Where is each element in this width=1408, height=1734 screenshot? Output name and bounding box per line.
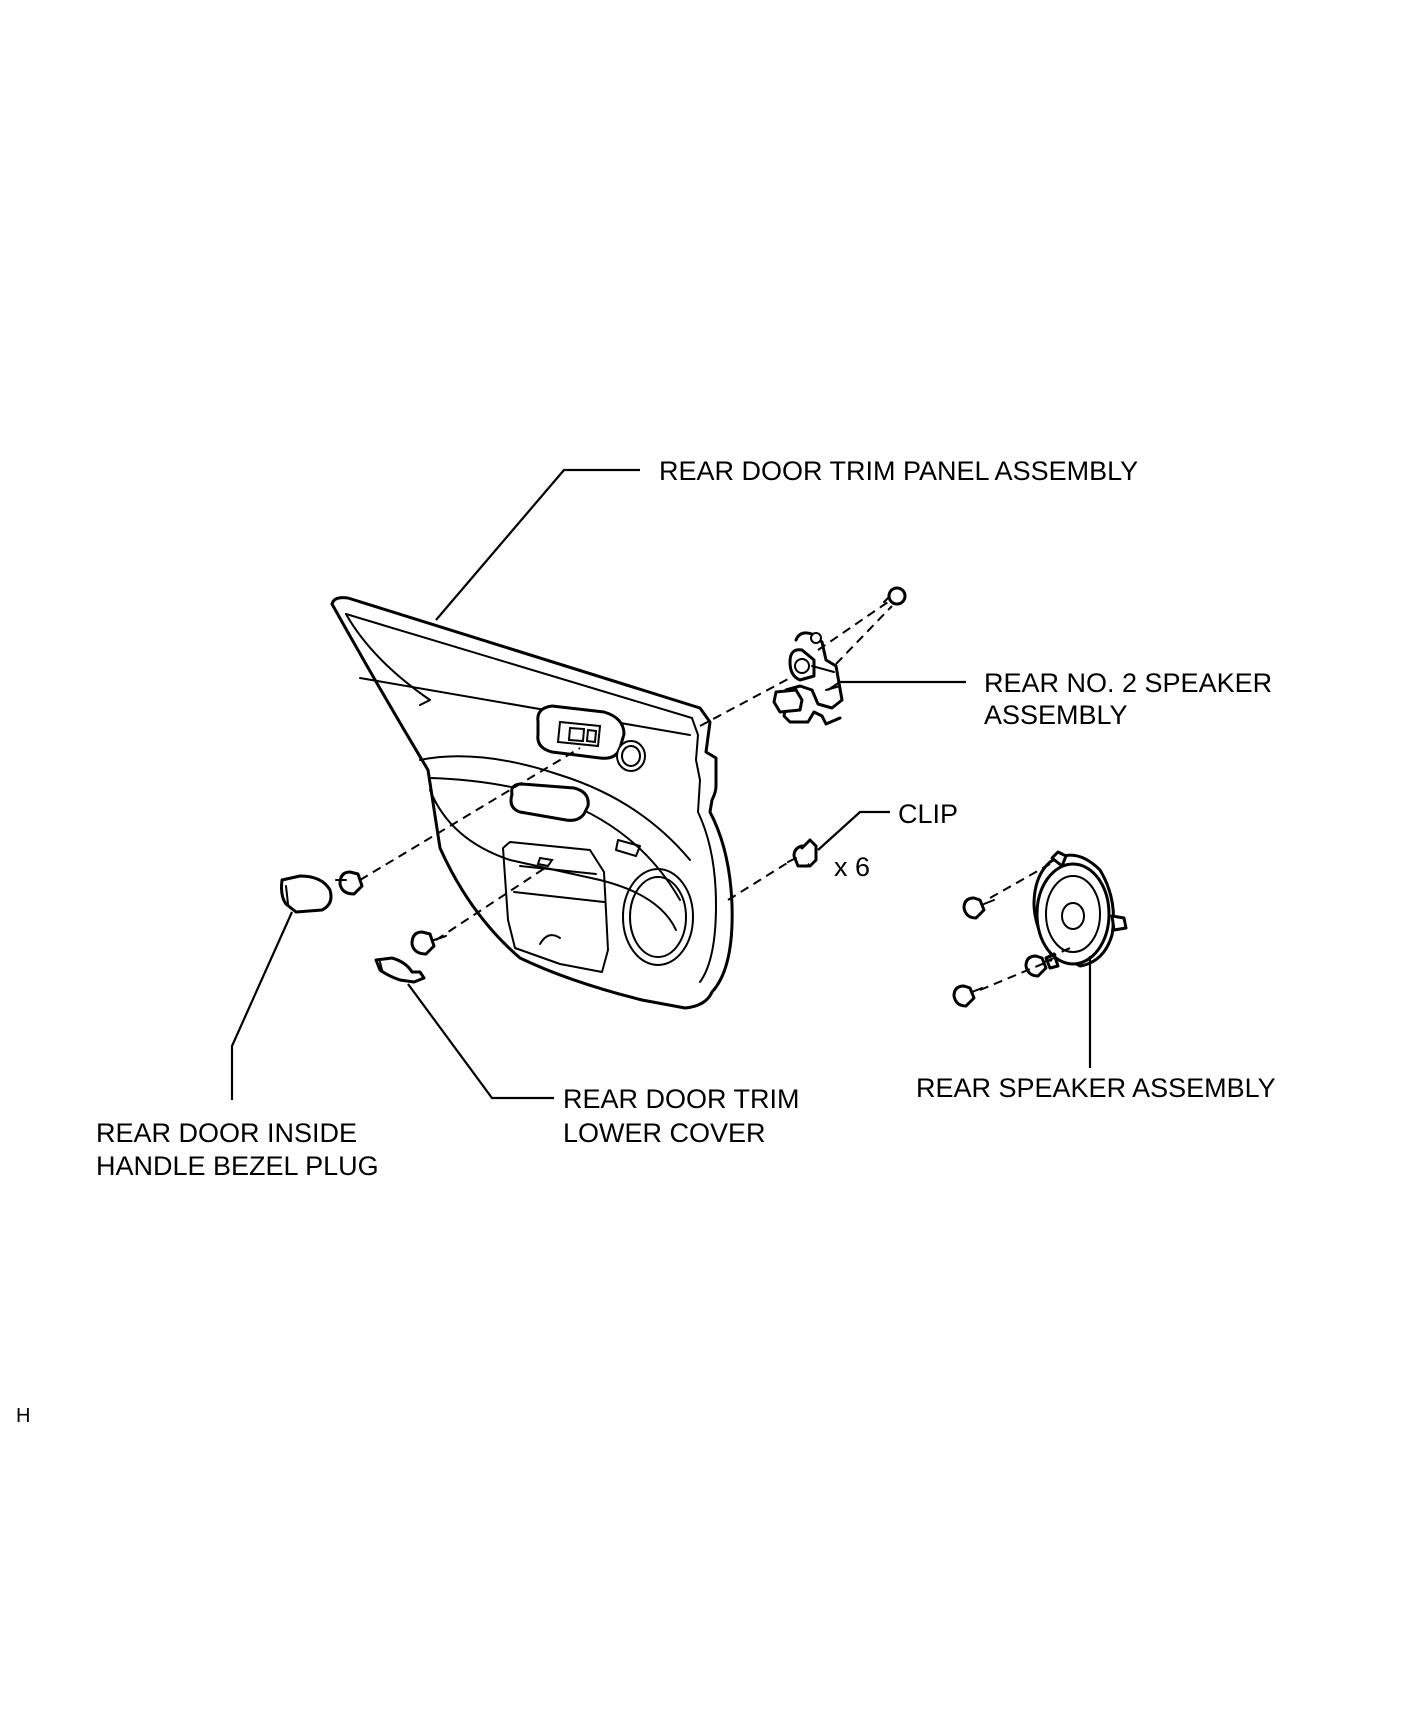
corner-mark: H (16, 1405, 30, 1427)
label-no2-speaker-line2: ASSEMBLY (984, 700, 1128, 730)
label-clip: CLIP (898, 799, 958, 829)
label-rear-speaker: REAR SPEAKER ASSEMBLY (916, 1073, 1276, 1103)
label-trim-panel: REAR DOOR TRIM PANEL ASSEMBLY (659, 456, 1138, 486)
rear-door-trim-panel (330, 596, 734, 1010)
label-bezel-plug-line2: HANDLE BEZEL PLUG (96, 1151, 379, 1181)
label-clip-quantity: x 6 (834, 852, 870, 882)
rear-speaker (1032, 850, 1128, 970)
label-lower-cover-line1: REAR DOOR TRIM (563, 1084, 800, 1114)
clip-fastener (787, 838, 818, 868)
rear-no2-speaker (772, 586, 907, 726)
assembly-lines (359, 601, 1071, 991)
label-no2-speaker-line1: REAR NO. 2 SPEAKER (984, 668, 1272, 698)
trim-lower-cover (374, 956, 426, 984)
label-bezel-plug-line1: REAR DOOR INSIDE (96, 1118, 357, 1148)
label-lower-cover-line2: LOWER COVER (563, 1118, 766, 1148)
leader-lines (230, 468, 1092, 1100)
handle-bezel-plug (280, 874, 333, 914)
